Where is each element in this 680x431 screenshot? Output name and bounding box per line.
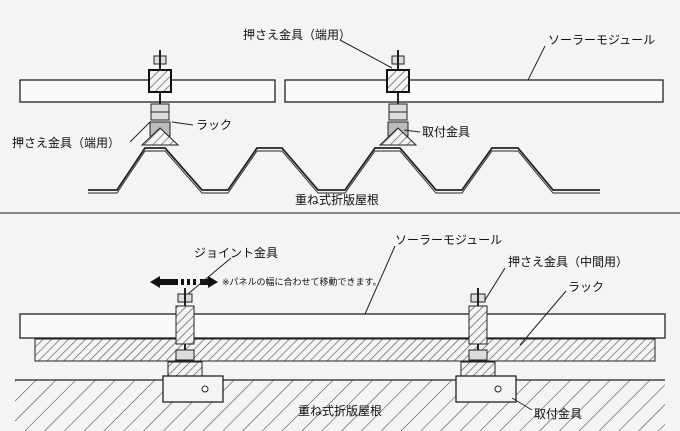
top-label-roof: 重ね式折版屋根: [295, 192, 379, 207]
middle-clamp: [455, 288, 517, 403]
left-end-clamp: [140, 50, 180, 146]
right-end-clamp: [378, 50, 418, 146]
solar-module-bottom: [19, 313, 666, 339]
folded-roof-profile: [88, 147, 600, 191]
joint-fitting: [162, 288, 224, 403]
top-label-clamp-end-left: 押さえ金具（端用）: [12, 135, 120, 150]
bottom-label-joint: ジョイント金具: [194, 245, 278, 260]
bottom-label-solar-module: ソーラーモジュール: [395, 233, 502, 247]
rack-bottom: [34, 338, 656, 362]
top-label-solar-module: ソーラーモジュール: [548, 33, 655, 47]
solar-module-left: [19, 79, 276, 103]
bottom-section: ジョイント金具 ※パネルの幅に合わせて移動できます。 ソーラーモジュール 押さえ…: [15, 233, 666, 431]
bottom-label-clamp-mid: 押さえ金具（中間用）: [508, 254, 628, 269]
top-label-rack: ラック: [196, 118, 232, 132]
solar-module-right: [284, 79, 664, 103]
top-label-mount: 取付金具: [422, 124, 470, 139]
bottom-label-rack: ラック: [568, 280, 604, 294]
bottom-label-note: ※パネルの幅に合わせて移動できます。: [222, 276, 382, 288]
top-label-clamp-end-top: 押さえ金具（端用）: [243, 27, 351, 42]
folded-roof-profile-inner: [88, 150, 600, 194]
top-section: 押さえ金具（端用） ソーラーモジュール 押さえ金具（端用） ラック 取付金具 重…: [12, 27, 664, 207]
bottom-label-mount: 取付金具: [534, 406, 582, 421]
movement-arrows: [150, 276, 218, 288]
bottom-label-roof: 重ね式折版屋根: [298, 403, 382, 418]
